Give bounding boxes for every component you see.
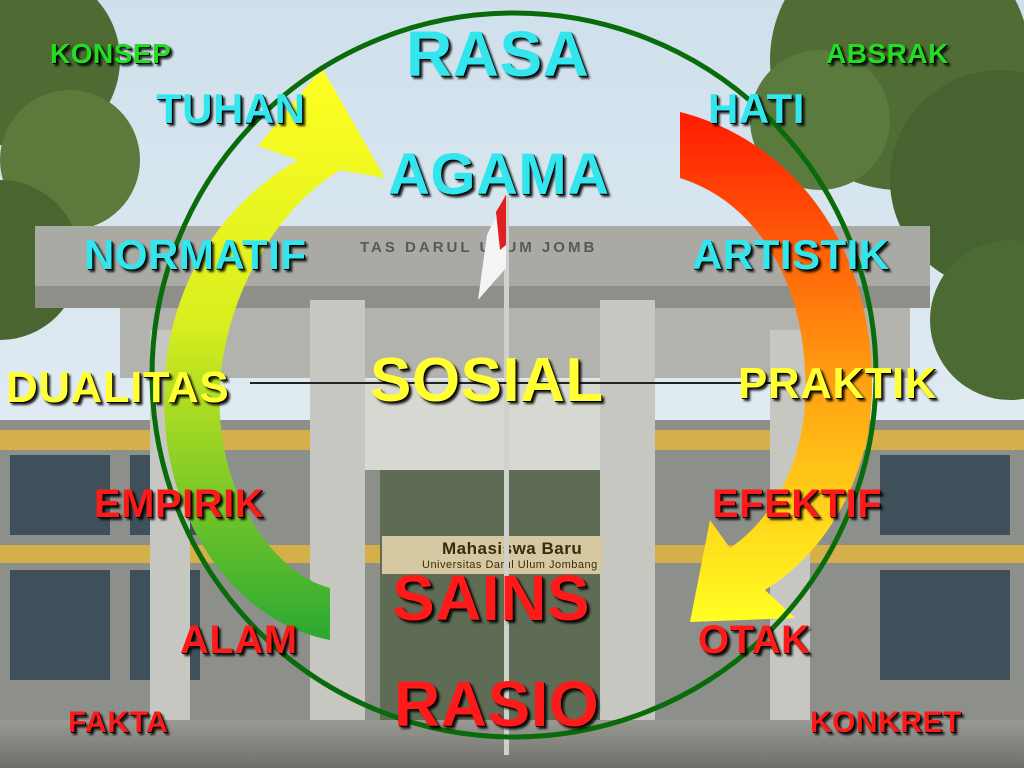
flag <box>478 195 509 755</box>
label-absrak: ABSRAK <box>826 38 949 69</box>
admission-banner <box>382 536 602 574</box>
label-efektif: EFEKTIF <box>712 482 883 526</box>
label-normatif: NORMATIF <box>84 231 307 278</box>
label-tuhan: TUHAN <box>156 85 306 132</box>
label-alam: ALAM <box>180 618 298 662</box>
label-konkret: KONKRET <box>810 706 962 739</box>
label-rasio: RASIO <box>394 668 600 740</box>
label-sains: SAINS <box>392 562 591 634</box>
right-cycle-arrow <box>680 112 873 622</box>
banner-subtitle: Universitas Darul Ulum Jombang <box>422 559 598 571</box>
left-cycle-arrow <box>164 68 385 640</box>
label-praktik: PRAKTIK <box>738 359 938 408</box>
label-rasa: RASA <box>406 18 590 90</box>
label-hati: HATI <box>708 85 805 132</box>
banner-title: Mahasiswa Baru <box>442 539 583 558</box>
label-otak: OTAK <box>698 618 811 662</box>
label-dualitas: DUALITAS <box>6 363 230 412</box>
label-agama: AGAMA <box>388 142 610 207</box>
label-fakta: FAKTA <box>68 706 169 739</box>
building-sign-text: TAS DARUL ULUM JOMB <box>360 239 598 256</box>
label-konsep: KONSEP <box>50 38 172 69</box>
label-sosial: SOSIAL <box>370 346 604 415</box>
tree-right <box>750 0 1024 400</box>
cycle-circle <box>149 10 879 740</box>
label-artistik: ARTISTIK <box>692 231 890 278</box>
label-empirik: EMPIRIK <box>94 482 265 526</box>
